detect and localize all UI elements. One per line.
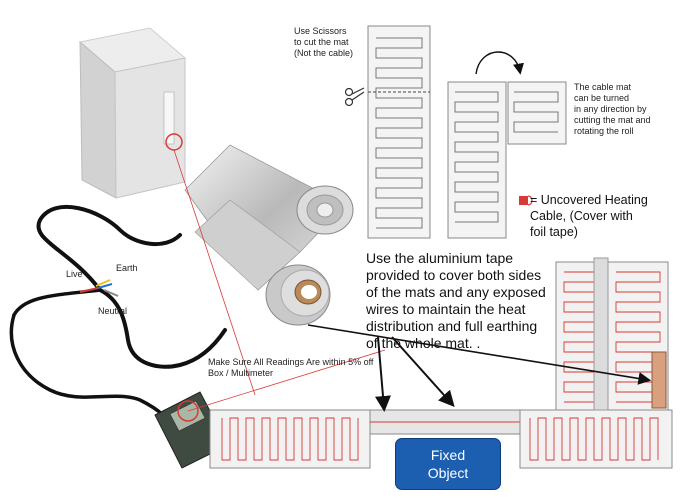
- readings-note: Make Sure All Readings Are within 5% off…: [208, 357, 373, 379]
- uncovered-note-line: = Uncovered Heating: [530, 193, 648, 207]
- readings-note-line: Make Sure All Readings Are within 5% off: [208, 357, 374, 367]
- multimeter-highlight-circle: [177, 400, 199, 422]
- turn-note: The cable mat can be turned in any direc…: [574, 82, 651, 137]
- turn-note-line: cutting the mat and: [574, 115, 651, 125]
- fixed-object-line: Fixed: [430, 447, 466, 463]
- scissors-note-line: (Not the cable): [294, 48, 354, 58]
- live-label: Live: [66, 269, 83, 279]
- red-leader-lines: [173, 149, 386, 412]
- tape-note-line: Use the aluminium tape: [366, 250, 514, 266]
- fixed-object-box: Fixed Object: [395, 438, 501, 490]
- scissors-note-line: to cut the mat: [294, 37, 349, 47]
- scissors-icon: [344, 87, 365, 107]
- mat-cut-illustration: [367, 25, 567, 239]
- tape-note-line: wires to maintain the heat: [366, 301, 526, 317]
- turn-note-line: rotating the roll: [574, 126, 634, 136]
- fixed-object-line: Object: [427, 465, 469, 481]
- uncovered-note-line: Cable, (Cover with: [530, 209, 633, 223]
- tape-note-line: provided to cover both sides: [366, 267, 542, 283]
- uncovered-note-line: foil tape): [530, 225, 578, 239]
- earth-label: Earth: [116, 263, 138, 273]
- turn-note-line: can be turned: [574, 93, 630, 103]
- scissors-note-line: Use Scissors: [294, 26, 347, 36]
- uncovered-cable-icon: [519, 195, 533, 206]
- turn-note-line: in any direction by: [574, 104, 647, 114]
- wire-ends: [79, 279, 119, 297]
- installed-heating-mats: [209, 257, 673, 469]
- power-cable: [9, 204, 227, 430]
- tape-note-line: distribution and full earthing: [366, 318, 538, 334]
- tape-instruction-note: Use the aluminium tape provided to cover…: [366, 250, 546, 352]
- turn-note-line: The cable mat: [574, 82, 632, 92]
- uncovered-cable-note: = Uncovered Heating Cable, (Cover with f…: [530, 192, 648, 240]
- hand-applying-tape: [651, 351, 667, 409]
- foil-mat-roll: [184, 144, 354, 291]
- rotate-arrow: [475, 51, 524, 75]
- aluminium-tape-roll: [265, 264, 331, 326]
- tape-note-line: of the whole mat. .: [366, 335, 481, 351]
- tape-pointer-arrows: [307, 324, 652, 412]
- neutral-label: Neutral: [98, 306, 128, 316]
- tape-note-line: of the mats and any exposed: [366, 284, 546, 300]
- scissors-note: Use Scissors to cut the mat (Not the cab…: [294, 26, 353, 59]
- readings-note-line: Box / Multimeter: [208, 368, 274, 378]
- thermostat-box: [78, 27, 187, 199]
